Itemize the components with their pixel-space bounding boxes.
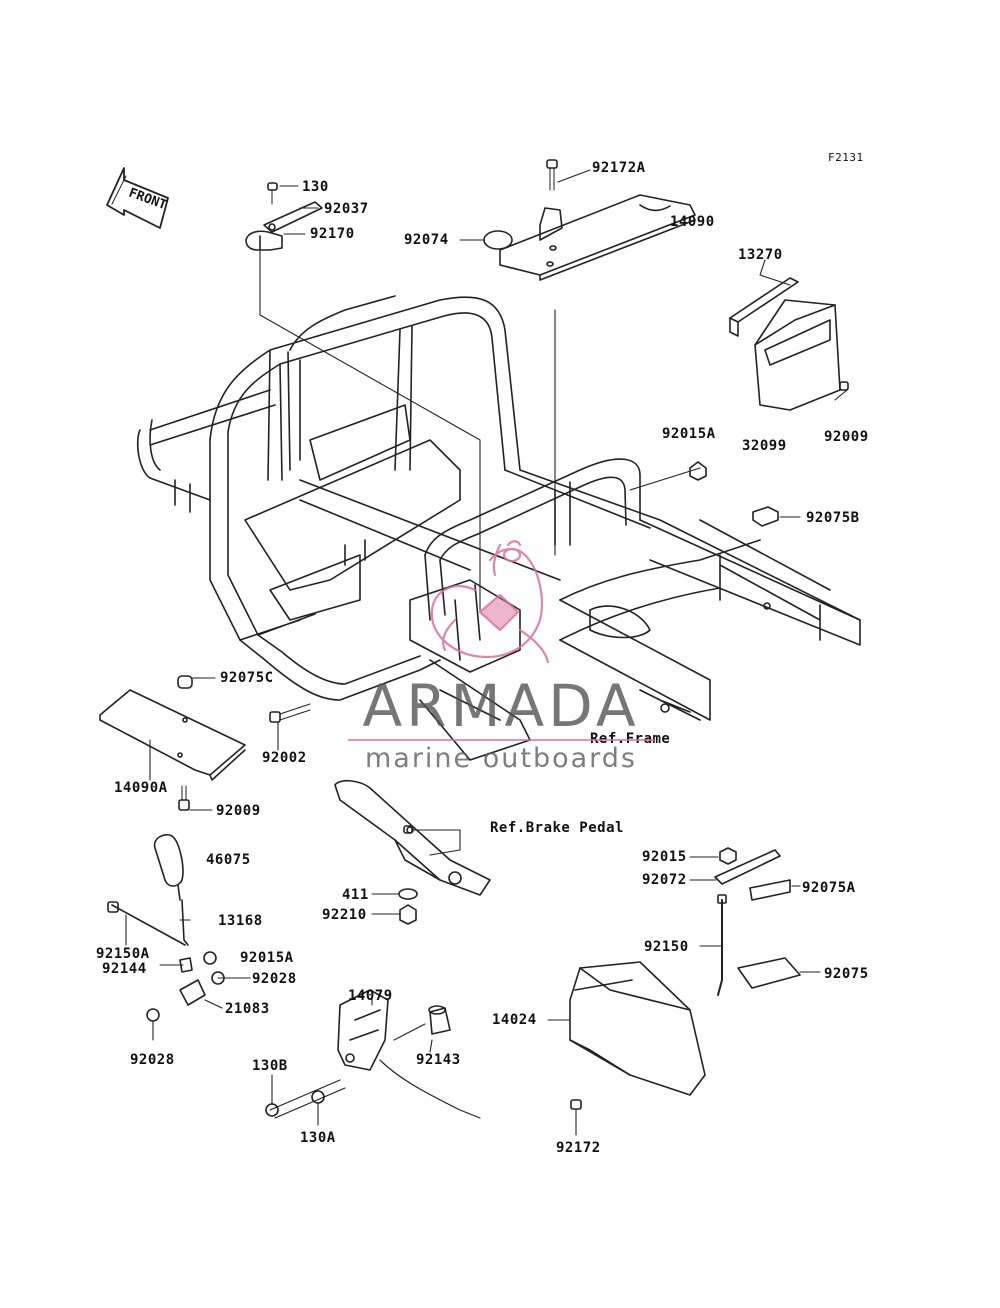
part-label-14079: 14079 <box>348 988 393 1004</box>
part-label-92015A-lower: 92015A <box>240 950 294 966</box>
part-label-92074: 92074 <box>404 232 449 248</box>
part-label-92075B: 92075B <box>806 510 860 526</box>
nut-92210-icon <box>399 904 417 925</box>
part-14090-plate <box>499 194 696 281</box>
part-label-92015A: 92015A <box>662 426 716 442</box>
cap-92075B-icon <box>752 506 779 527</box>
rod-assembly-icon <box>714 847 801 996</box>
part-label-14024: 14024 <box>492 1012 537 1028</box>
part-label-92028-right: 92028 <box>252 971 297 987</box>
bracket-assembly-icon <box>245 182 323 251</box>
bolt-92009-icon <box>178 785 190 811</box>
part-label-92009-upper: 92009 <box>824 429 869 445</box>
bolt-92002-icon <box>269 703 311 723</box>
cable-assembly-icon <box>265 989 481 1119</box>
part-label-130B: 130B <box>252 1058 288 1074</box>
part-label-92002: 92002 <box>262 750 307 766</box>
part-label-92009-lower: 92009 <box>216 803 261 819</box>
part-label-46075: 46075 <box>206 852 251 868</box>
part-label-92172A: 92172A <box>592 160 646 176</box>
part-label-92075C: 92075C <box>220 670 274 686</box>
part-label-130A: 130A <box>300 1130 336 1146</box>
cap-92074-icon <box>483 230 513 250</box>
reference-brake-pedal-label: Ref.Brake Pedal <box>490 820 624 836</box>
watermark-divider <box>348 739 654 741</box>
part-label-92072: 92072 <box>642 872 687 888</box>
part-label-92170: 92170 <box>310 226 355 242</box>
cover-14024-icon <box>569 961 706 1110</box>
part-label-92075: 92075 <box>824 966 869 982</box>
part-label-92037: 92037 <box>324 201 369 217</box>
part-label-14090: 14090 <box>670 214 715 230</box>
frame-drawing <box>136 295 861 761</box>
watermark-tagline: marine outboards <box>364 743 637 774</box>
part-label-92150: 92150 <box>644 939 689 955</box>
part-label-92150A: 92150A <box>96 946 150 962</box>
part-label-92210: 92210 <box>322 907 367 923</box>
leader-lines <box>125 169 848 1136</box>
bolt-92172A-icon <box>546 159 558 191</box>
part-label-14090A: 14090A <box>114 780 168 796</box>
nut-92015A-icon <box>689 461 707 481</box>
armada-logo-icon <box>430 540 550 664</box>
part-label-92144: 92144 <box>102 961 147 977</box>
part-label-13168: 13168 <box>218 913 263 929</box>
part-label-130: 130 <box>302 179 329 195</box>
part-14090A-plate <box>99 675 246 781</box>
shift-lever-icon <box>107 833 225 1022</box>
part-label-92172: 92172 <box>556 1140 601 1156</box>
part-label-92015: 92015 <box>642 849 687 865</box>
box-32099-icon <box>729 277 849 411</box>
part-label-92075A: 92075A <box>802 880 856 896</box>
figure-code: F2131 <box>828 151 864 164</box>
part-label-21083: 21083 <box>225 1001 270 1017</box>
front-arrow-icon: FRONT <box>106 167 169 229</box>
part-label-92143: 92143 <box>416 1052 461 1068</box>
part-label-411: 411 <box>342 887 369 903</box>
part-label-32099: 32099 <box>742 438 787 454</box>
part-label-13270: 13270 <box>738 247 783 263</box>
washer-411-icon <box>398 888 418 900</box>
part-label-92028-left: 92028 <box>130 1052 175 1068</box>
brake-lever-icon <box>334 779 491 896</box>
watermark-name: ARMADA <box>362 672 640 740</box>
